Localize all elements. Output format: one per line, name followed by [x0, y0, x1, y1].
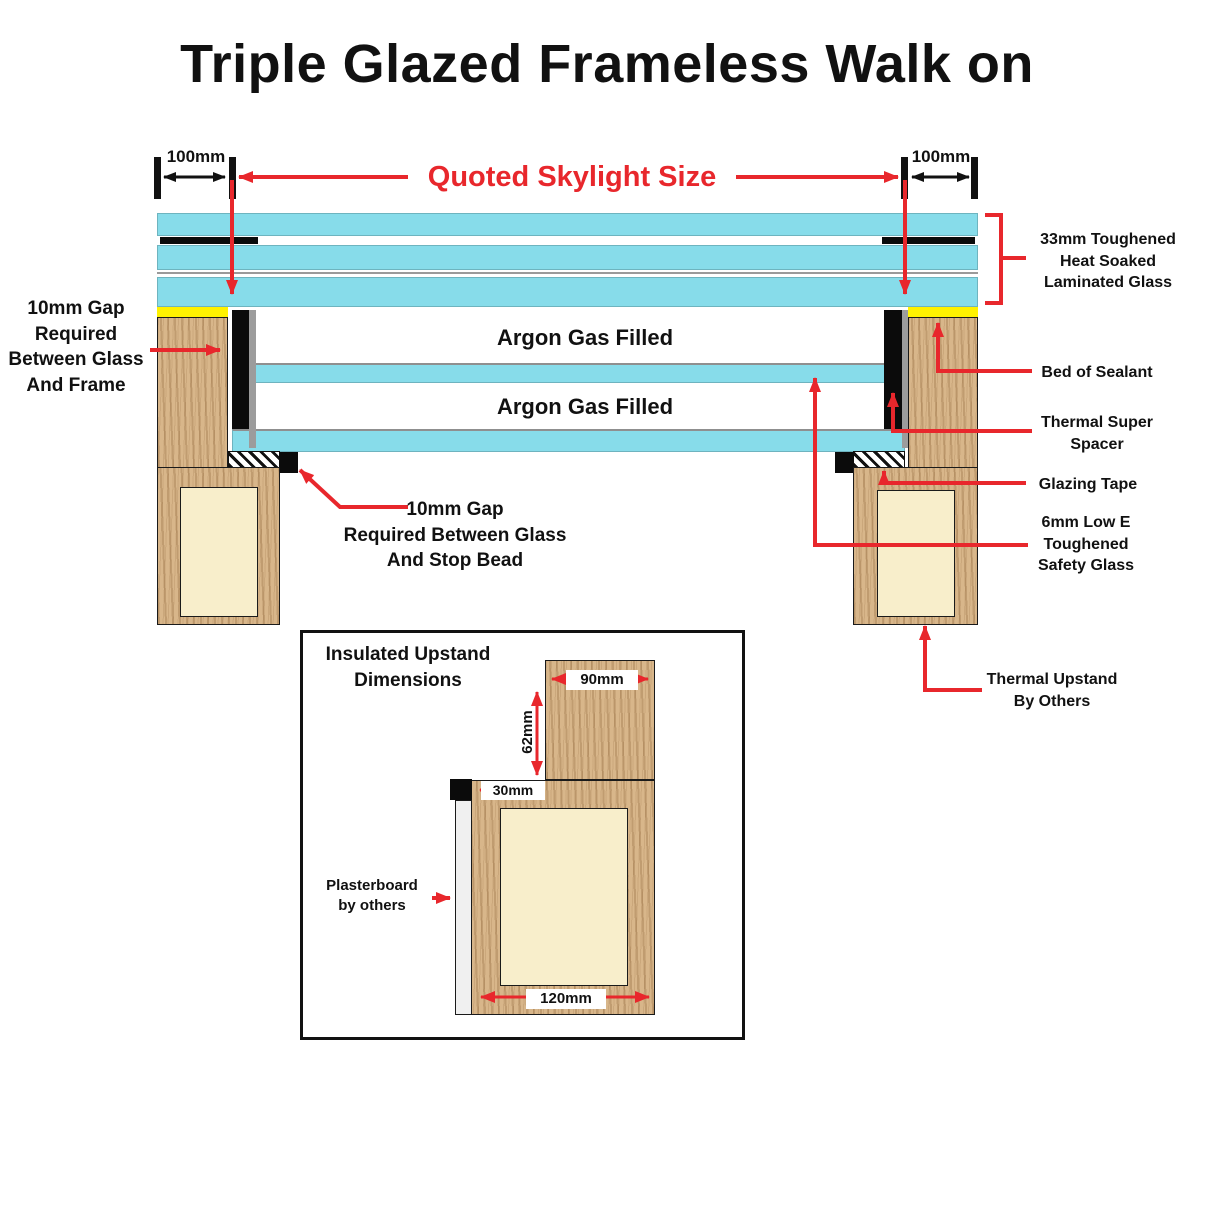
- dim-label-100-right: 100mm: [911, 147, 971, 166]
- edge-tape-left: [160, 237, 258, 244]
- glass-pane-top-3: [157, 277, 978, 307]
- upstand-right-top: [908, 317, 978, 468]
- callout-gap-stop-bead: 10mm Gap Required Between Glass And Stop…: [343, 499, 567, 572]
- laminated-glass-bracket: [985, 213, 1026, 305]
- callout-gap-frame: 10mm Gap Required Between Glass And Fram…: [8, 298, 144, 396]
- inset-plasterboard-strip: [455, 800, 472, 1015]
- upstand-left-top: [157, 317, 228, 468]
- inset-dim-30: 30mm: [481, 781, 545, 800]
- sealant-strip-left: [157, 307, 228, 317]
- callout-spacer: Thermal Super Spacer: [1040, 414, 1154, 453]
- insulation-left: [180, 487, 258, 617]
- glass-pane-top-1: [157, 213, 978, 236]
- glass-pane-middle: [232, 363, 905, 383]
- dim-label-100-left: 100mm: [166, 147, 226, 166]
- edge-tape-right: [882, 237, 975, 244]
- inset-plasterboard-label: Plasterboard by others: [326, 877, 418, 915]
- insulation-right: [877, 490, 955, 617]
- page-title: Triple Glazed Frameless Walk on: [180, 34, 1034, 94]
- interlayer-line: [157, 272, 978, 274]
- stop-bead-left: [279, 452, 298, 473]
- glass-pane-bottom: [232, 429, 905, 452]
- callout-laminated: 33mm Toughened Heat Soaked Laminated Gla…: [1040, 231, 1176, 292]
- callout-glazing-tape: Glazing Tape: [1038, 476, 1138, 493]
- callout-sealant: Bed of Sealant: [1041, 364, 1153, 381]
- glazing-tape-left: [228, 451, 280, 468]
- inset-dim-120: 120mm: [526, 989, 606, 1010]
- callout-low-e: 6mm Low E Toughened Safety Glass: [1037, 514, 1135, 575]
- inset-title: Insulated Upstand Dimensions: [325, 644, 491, 691]
- argon-label-bottom: Argon Gas Filled: [496, 394, 674, 419]
- callout-thermal-upstand: Thermal Upstand By Others: [986, 671, 1118, 710]
- glass-pane-top-2: [157, 245, 978, 270]
- inset-stop-bead: [450, 779, 472, 800]
- inset-dim-62: 62mm: [519, 710, 536, 754]
- thermal-spacer-left: [249, 310, 256, 448]
- gasket-right: [884, 310, 902, 429]
- glazing-tape-right: [853, 451, 905, 468]
- argon-label-top: Argon Gas Filled: [496, 325, 674, 350]
- gasket-left: [232, 310, 249, 429]
- stop-bead-right: [835, 452, 854, 473]
- inset-dim-90: 90mm: [566, 670, 638, 691]
- quoted-size-label: Quoted Skylight Size: [408, 158, 736, 198]
- thermal-upstand-arrow: [919, 625, 982, 692]
- inset-insulation: [500, 808, 628, 986]
- sealant-strip-right: [908, 307, 978, 317]
